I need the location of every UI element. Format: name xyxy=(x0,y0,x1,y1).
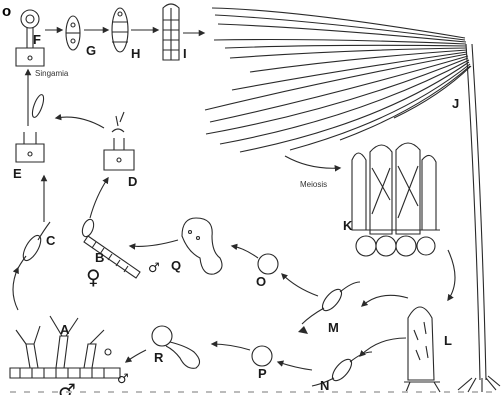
stage-k-sporangia xyxy=(352,143,440,256)
symbol-female-b: ♀ xyxy=(86,265,101,289)
label-c: C xyxy=(46,233,56,248)
label-m: M xyxy=(328,320,339,335)
label-l: L xyxy=(444,333,452,348)
stage-o-spore xyxy=(258,254,278,274)
label-r: R xyxy=(154,350,164,365)
egg-cell xyxy=(30,93,46,118)
stage-n-zoospore xyxy=(298,326,372,386)
stage-l-sporangium xyxy=(404,307,440,392)
label-a: A xyxy=(60,322,70,337)
stage-i-filament xyxy=(163,4,179,60)
stage-q-germling xyxy=(182,218,222,274)
stage-p-spore xyxy=(252,346,272,366)
stage-m-zoospore xyxy=(302,282,360,324)
symbol-male-a: ♂ xyxy=(117,372,129,387)
stage-g-cell xyxy=(66,16,80,50)
label-q: Q xyxy=(171,258,181,273)
label-f: F xyxy=(33,32,41,47)
stage-c-zoospore xyxy=(16,222,50,272)
stage-h-cell xyxy=(112,8,128,52)
label-g: G xyxy=(86,43,96,58)
symbol-male-b: ♂ xyxy=(148,261,160,276)
label-h: H xyxy=(131,46,140,61)
annotation-singamia: Singamia xyxy=(35,69,69,78)
stage-d-fertilization xyxy=(104,112,134,170)
annotation-meiosis: Meiosis xyxy=(300,180,327,189)
label-p: P xyxy=(258,366,267,381)
label-o: O xyxy=(256,274,266,289)
label-k: K xyxy=(343,218,353,233)
label-e: E xyxy=(13,166,22,181)
corner-mark: o xyxy=(2,3,11,20)
label-b: B xyxy=(95,250,104,265)
label-i: I xyxy=(183,46,187,61)
label-d: D xyxy=(128,174,137,189)
label-n: N xyxy=(320,378,329,393)
label-j: J xyxy=(452,96,459,111)
stage-e-zygote-release xyxy=(16,132,44,162)
